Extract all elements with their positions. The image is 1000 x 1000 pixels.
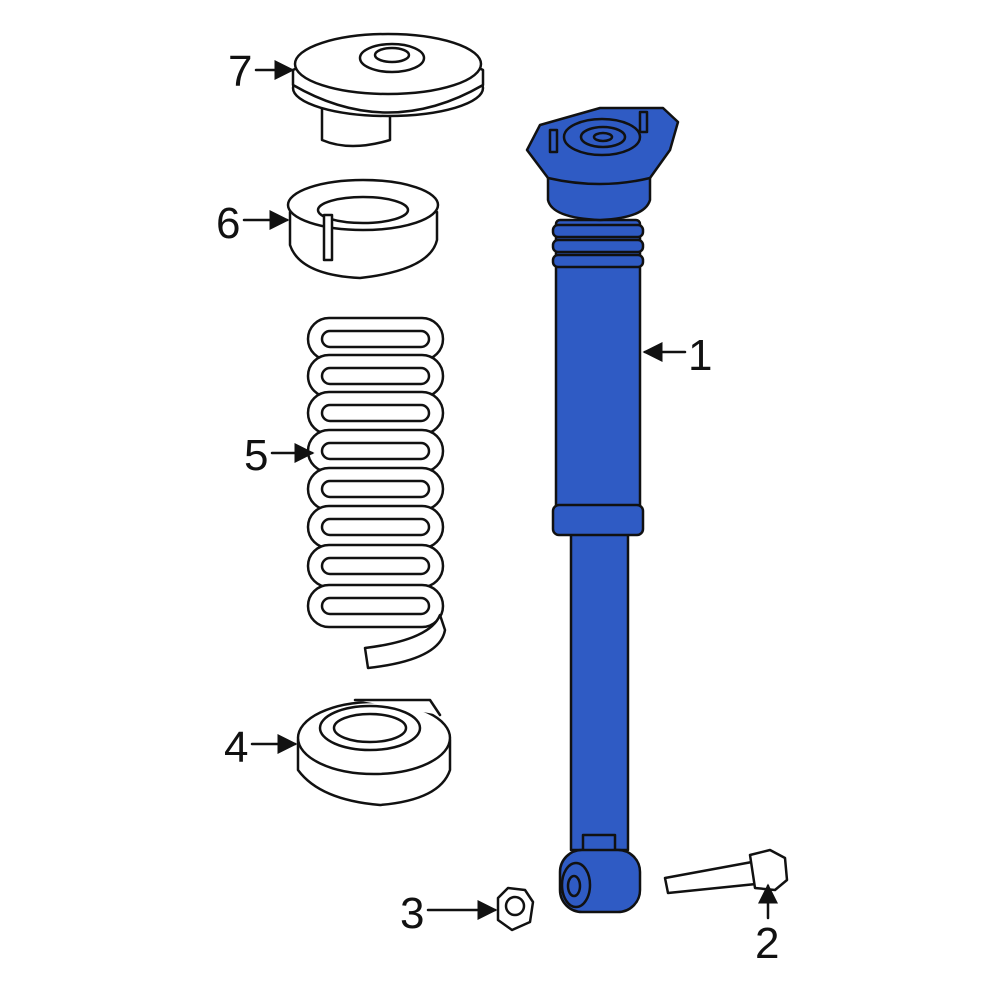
svg-text:6: 6 <box>216 199 240 248</box>
callout-6: 6 <box>216 199 290 248</box>
spring-coil-inner <box>320 556 431 576</box>
callout-7: 7 <box>228 47 295 96</box>
part-3-nut[interactable] <box>496 886 535 932</box>
callout-1: 1 <box>642 331 712 380</box>
spring-coil-inner <box>320 403 431 423</box>
callout-3: 3 <box>400 889 498 938</box>
svg-text:4: 4 <box>224 723 248 772</box>
part-7-upper-mount[interactable] <box>291 32 485 148</box>
spring-coil-inner <box>320 479 431 499</box>
part-2-bolt[interactable] <box>663 848 789 895</box>
part-4-lower-spring-seat[interactable] <box>296 698 452 807</box>
spring-coil-inner <box>320 329 431 349</box>
spring-coil-inner <box>320 366 431 386</box>
part-1-shock-absorber[interactable] <box>525 106 680 914</box>
spring-coil-inner <box>320 441 431 461</box>
callout-4: 4 <box>224 723 298 772</box>
svg-text:2: 2 <box>755 919 779 968</box>
callout-2: 2 <box>755 883 779 968</box>
svg-text:1: 1 <box>688 331 712 380</box>
svg-text:5: 5 <box>244 431 268 480</box>
svg-text:7: 7 <box>228 47 252 96</box>
spring-coil-inner <box>320 596 431 616</box>
spring-coil-inner <box>320 517 431 537</box>
part-5-coil-spring[interactable] <box>306 316 447 670</box>
part-6-spring-insulator[interactable] <box>286 178 440 280</box>
callout-5: 5 <box>244 431 315 480</box>
svg-text:3: 3 <box>400 889 424 938</box>
spring-end <box>363 613 447 670</box>
